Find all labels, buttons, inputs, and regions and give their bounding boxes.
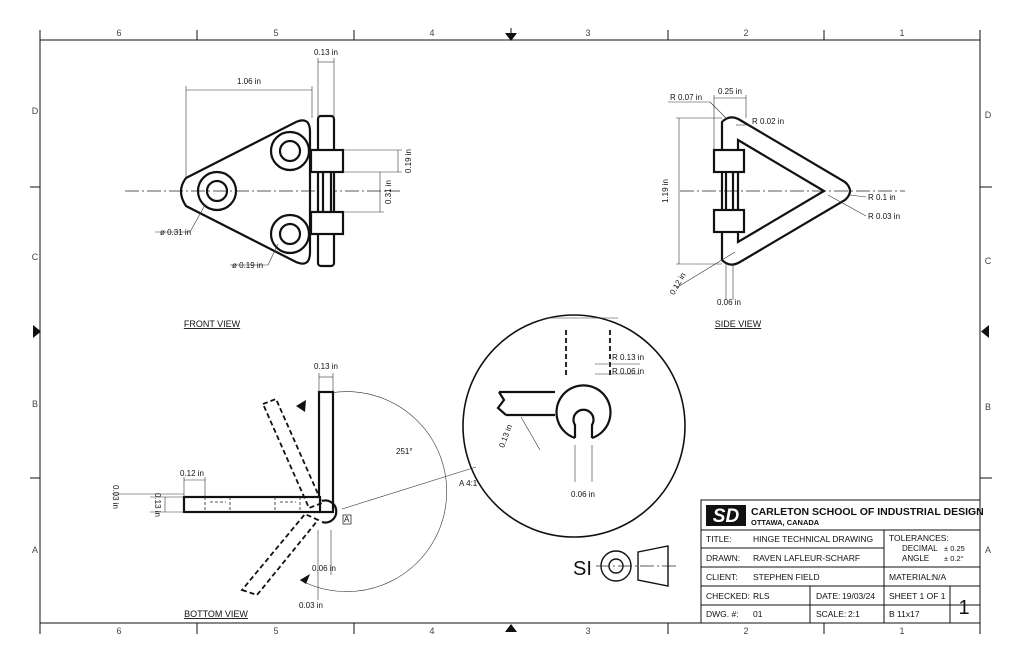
school-name: CARLETON SCHOOL OF INDUSTRIAL DESIGN xyxy=(751,506,984,518)
checked-label: CHECKED: xyxy=(706,591,750,601)
title-value: HINGE TECHNICAL DRAWING xyxy=(753,534,873,544)
date-value: 19/03/24 xyxy=(842,591,875,601)
sheet-text: SHEET 1 OF 1 xyxy=(889,591,946,601)
checked-value: RLS xyxy=(753,591,770,601)
zone-row-label: D xyxy=(32,106,39,116)
dim-detail-inner-radius: R 0.06 in xyxy=(612,367,644,376)
zone-col-label: 6 xyxy=(116,626,121,636)
material-label: MATERIAL: xyxy=(889,572,933,582)
dim-bottom-angle: 251° xyxy=(396,447,413,456)
decimal-label: DECIMAL xyxy=(902,544,938,553)
angle-value: ± 0.2° xyxy=(944,554,964,563)
zone-col-label: 1 xyxy=(899,626,904,636)
title-label: TITLE: xyxy=(706,534,732,544)
detail-callout: A 4:1 xyxy=(459,479,478,488)
dim-bottom-pin-gap: 0.06 in xyxy=(312,564,336,573)
logo-text: SD xyxy=(713,506,740,527)
material-value: N/A xyxy=(932,572,947,582)
zone-row-label: B xyxy=(985,402,991,412)
zone-col-label: 2 xyxy=(743,626,748,636)
projection-symbol xyxy=(596,545,676,587)
dwg-label: DWG. #: xyxy=(706,609,739,619)
zone-ticks xyxy=(30,30,992,634)
logo: SD xyxy=(706,505,746,527)
dim-bottom-offset: 0.03 in xyxy=(299,601,323,610)
revision-number: 1 xyxy=(958,597,969,619)
dim-bottom-leaf-height: 0.13 in xyxy=(153,493,162,517)
dwg-value: 01 xyxy=(753,609,763,619)
side-view xyxy=(668,95,905,300)
dim-front-big-hole: ø 0.31 in xyxy=(160,228,191,237)
dim-side-top-width: 0.25 in xyxy=(718,87,742,96)
left-center-arrow xyxy=(33,325,41,338)
dim-side-pin-width: 0.06 in xyxy=(717,298,741,307)
dim-front-width: 1.06 in xyxy=(237,77,261,86)
detail-view xyxy=(462,314,686,538)
zone-col-label: 5 xyxy=(273,28,278,38)
school-location: OTTAWA, CANADA xyxy=(751,518,820,527)
dim-front-knuckle-gap: 0.31 in xyxy=(384,180,393,204)
title-block xyxy=(700,499,981,624)
dim-bottom-leaf-thickness: 0.13 in xyxy=(314,362,338,371)
scale-label: SCALE: xyxy=(816,609,846,619)
drawn-value: RAVEN LAFLEUR-SCHARF xyxy=(753,553,860,563)
zone-col-label: 4 xyxy=(429,28,434,38)
right-center-arrow xyxy=(981,325,989,338)
dim-bottom-slot-depth: 0.03 in xyxy=(111,485,120,509)
zone-col-label: 1 xyxy=(899,28,904,38)
dim-front-knuckle-height: 0.19 in xyxy=(404,149,413,173)
dim-front-small-hole: ø 0.19 in xyxy=(232,261,263,270)
decimal-value: ± 0.25 xyxy=(944,544,965,553)
projection-label: SI xyxy=(573,558,592,580)
zone-col-label: 3 xyxy=(585,28,590,38)
dim-bottom-slot-width: 0.12 in xyxy=(180,469,204,478)
dim-side-height: 1.19 in xyxy=(661,179,670,203)
dim-side-corner-inner: R 0.02 in xyxy=(752,117,784,126)
client-value: STEPHEN FIELD xyxy=(753,572,820,582)
sheet-size: B 11x17 xyxy=(889,609,920,619)
bottom-center-arrow xyxy=(505,624,517,632)
zone-row-label: A xyxy=(32,545,38,555)
section-marker: A xyxy=(344,515,350,524)
zone-col-label: 6 xyxy=(116,28,121,38)
zone-col-label: 5 xyxy=(273,626,278,636)
zone-row-label: A xyxy=(985,545,991,555)
dim-side-tip-outer: R 0.1 in xyxy=(868,193,896,202)
dim-side-corner-outer: R 0.07 in xyxy=(670,93,702,102)
scale-value: 2:1 xyxy=(848,609,860,619)
zone-col-label: 4 xyxy=(429,626,434,636)
zone-row-label: D xyxy=(985,110,992,120)
date-label: DATE: xyxy=(816,591,840,601)
front-view-label: FRONT VIEW xyxy=(184,319,241,329)
top-center-arrow xyxy=(505,33,517,41)
zone-row-label: B xyxy=(32,399,38,409)
client-label: CLIENT: xyxy=(706,572,738,582)
dim-detail-slot: 0.06 in xyxy=(571,490,595,499)
dim-side-tip-inner: R 0.03 in xyxy=(868,212,900,221)
zone-col-label: 2 xyxy=(743,28,748,38)
bottom-view-label: BOTTOM VIEW xyxy=(184,609,248,619)
dim-side-bottom-thickness: 0.12 in xyxy=(668,271,688,296)
front-view xyxy=(125,58,402,268)
zone-row-label: C xyxy=(32,252,39,262)
zone-col-label: 3 xyxy=(585,626,590,636)
bottom-view xyxy=(112,373,477,600)
drawn-label: DRAWN: xyxy=(706,553,740,563)
dim-detail-wall: 0.13 in xyxy=(497,423,514,449)
dim-front-leaf-thickness: 0.13 in xyxy=(314,48,338,57)
tolerances-label: TOLERANCES: xyxy=(889,533,949,543)
side-view-label: SIDE VIEW xyxy=(715,319,762,329)
dim-detail-outer-radius: R 0.13 in xyxy=(612,353,644,362)
zone-row-label: C xyxy=(985,256,992,266)
angle-label: ANGLE xyxy=(902,554,929,563)
